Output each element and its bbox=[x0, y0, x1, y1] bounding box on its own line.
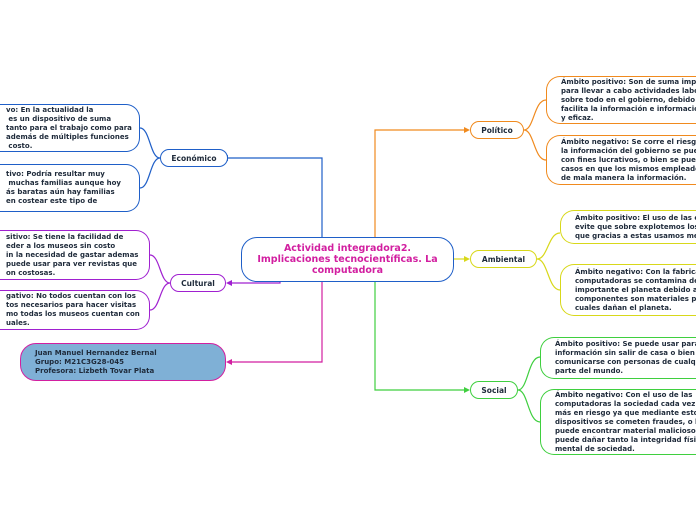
arrow-social bbox=[464, 387, 470, 393]
branch-economico-label: Económico bbox=[171, 153, 217, 163]
branch-ambiental-label: Ambiental bbox=[481, 254, 526, 264]
branch-economico[interactable]: Económico bbox=[160, 149, 228, 167]
leaf-cultural-negativo-text: gativo: No todos cuentan con los tos nec… bbox=[6, 292, 140, 327]
leaf-ambiental-negativo-text: Ámbito negativo: Con la fabrica computad… bbox=[575, 267, 696, 312]
branch-social-label: Social bbox=[481, 385, 507, 395]
leaf-politico-negativo-text: Ámbito negativo: Se corre el riesgo la i… bbox=[561, 137, 696, 182]
link-central-economico bbox=[228, 157, 323, 237]
leaf-cultural-negativo[interactable]: gativo: No todos cuentan con los tos nec… bbox=[0, 290, 150, 330]
arrow-politico bbox=[464, 127, 470, 133]
link-politico-leaves bbox=[523, 99, 547, 161]
branch-social[interactable]: Social bbox=[470, 381, 518, 399]
author-teacher: Profesora: Lizbeth Tovar Plata bbox=[35, 366, 155, 375]
leaf-economico-positivo[interactable]: vo: En la actualidad la es un dispositiv… bbox=[0, 104, 140, 152]
leaf-ambiental-positivo[interactable]: Ámbito positivo: El uso de las c evite q… bbox=[560, 210, 696, 244]
leaf-social-negativo[interactable]: Ámbito negativo: Con el uso de las compu… bbox=[540, 389, 696, 455]
branch-cultural[interactable]: Cultural bbox=[170, 274, 226, 292]
leaf-cultural-positivo[interactable]: sitivo: Se tiene la facilidad de eder a … bbox=[0, 230, 150, 280]
author-info[interactable]: Juan Manuel Hernandez Bernal Grupo: M21C… bbox=[20, 343, 226, 381]
leaf-social-positivo-text: Ámbito positivo: Se puede usar para info… bbox=[555, 340, 696, 375]
leaf-social-negativo-text: Ámbito negativo: Con el uso de las compu… bbox=[555, 390, 696, 453]
arrow-cultural bbox=[226, 280, 232, 286]
central-topic-text: Actividad integradora2. Implicaciones te… bbox=[257, 243, 438, 276]
leaf-politico-negativo[interactable]: Ámbito negativo: Se corre el riesgo la i… bbox=[546, 135, 696, 185]
link-central-author bbox=[232, 282, 323, 363]
leaf-politico-positivo[interactable]: Ámbito positivo: Son de suma impo para l… bbox=[546, 76, 696, 124]
leaf-politico-positivo-text: Ámbito positivo: Son de suma impo para l… bbox=[561, 77, 696, 122]
leaf-ambiental-positivo-text: Ámbito positivo: El uso de las c evite q… bbox=[575, 213, 696, 240]
branch-cultural-label: Cultural bbox=[181, 278, 215, 288]
leaf-ambiental-negativo[interactable]: Ámbito negativo: Con la fabrica computad… bbox=[560, 264, 696, 316]
leaf-economico-negativo[interactable]: tivo: Podría resultar muy muchas familia… bbox=[0, 164, 140, 212]
central-topic[interactable]: Actividad integradora2. Implicaciones te… bbox=[241, 237, 454, 282]
link-central-social bbox=[374, 282, 464, 391]
link-social-leaves bbox=[517, 356, 541, 423]
arrow-author bbox=[226, 359, 232, 365]
link-ambiental-leaves bbox=[536, 232, 561, 291]
author-group: Grupo: M21C3G28-045 bbox=[35, 357, 124, 366]
link-central-cultural bbox=[232, 282, 281, 284]
link-economico-leaves bbox=[139, 127, 161, 189]
leaf-economico-positivo-text: vo: En la actualidad la es un dispositiv… bbox=[6, 105, 132, 150]
author-name: Juan Manuel Hernandez Bernal bbox=[35, 348, 157, 357]
link-central-politico bbox=[374, 129, 464, 237]
branch-politico[interactable]: Político bbox=[470, 121, 524, 139]
leaf-social-positivo[interactable]: Ámbito positivo: Se puede usar para info… bbox=[540, 337, 696, 379]
leaf-cultural-positivo-text: sitivo: Se tiene la facilidad de eder a … bbox=[6, 232, 139, 277]
leaf-economico-negativo-text: tivo: Podría resultar muy muchas familia… bbox=[6, 170, 121, 205]
branch-politico-label: Político bbox=[481, 125, 513, 135]
link-cultural-leaves bbox=[149, 254, 171, 311]
arrow-ambiental bbox=[464, 256, 470, 262]
branch-ambiental[interactable]: Ambiental bbox=[470, 250, 537, 268]
